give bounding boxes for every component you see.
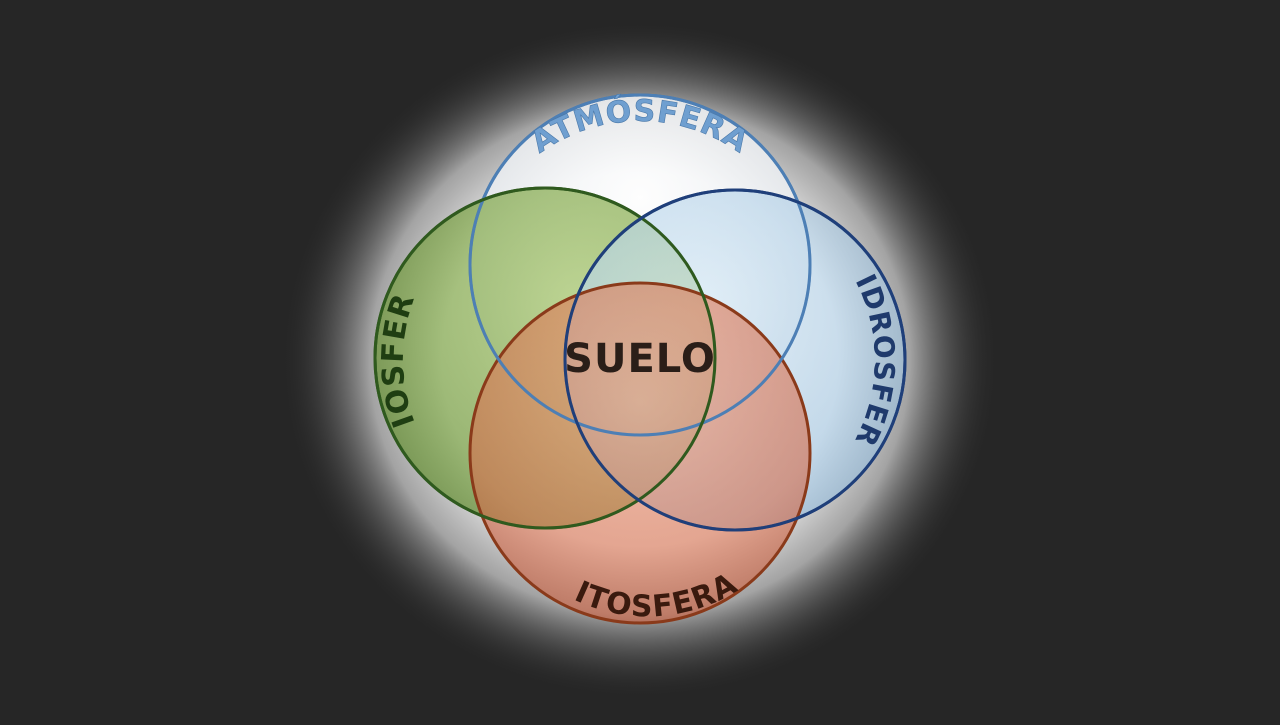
atmosfera-outline [468, 93, 812, 437]
center-label-suelo: SUELO [564, 336, 716, 382]
litosfera-circle [468, 281, 812, 625]
biosfera-outline [373, 186, 717, 530]
hidrosfera-outline [563, 188, 907, 532]
